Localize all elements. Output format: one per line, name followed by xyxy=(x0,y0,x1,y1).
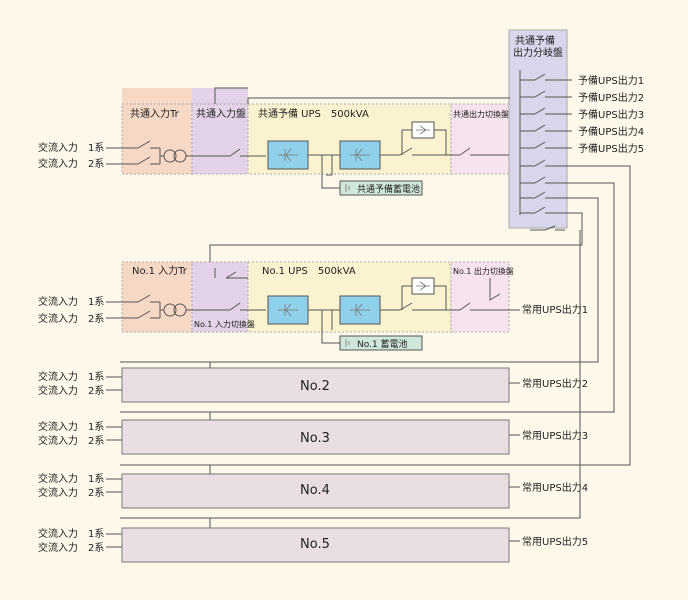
no1-input-switch-label: No.1 入力切換盤 xyxy=(194,319,255,329)
no1-ac-input-2-label: 交流入力 2系 xyxy=(38,312,104,325)
no2-output: 常用UPS出力2 xyxy=(522,377,588,390)
unit-no2: 交流入力 1系 交流入力 2系 No.2 常用UPS出力2 xyxy=(38,367,588,403)
branch-panel-label-1: 共通予備 xyxy=(515,34,555,47)
no2-box xyxy=(121,367,510,403)
common-output-switch-box xyxy=(450,103,510,175)
no5-box xyxy=(121,527,510,563)
common-input-panel-header xyxy=(192,88,248,104)
no5-ac-input-1: 交流入力 1系 xyxy=(38,527,104,540)
no1-input-tr-box xyxy=(121,261,193,333)
common-input-panel-box xyxy=(191,103,249,175)
reserve-output-5: 予備UPS出力5 xyxy=(578,142,644,155)
no5-name: No.5 xyxy=(300,537,330,552)
no4-name: No.4 xyxy=(300,483,330,498)
no1-ups-label: No.1 UPS 500kVA xyxy=(262,266,356,277)
common-ac-input-1-label: 交流入力 1系 xyxy=(38,141,104,154)
no3-name: No.3 xyxy=(300,431,330,446)
common-battery-box xyxy=(339,180,423,196)
reserve-output-3: 予備UPS出力3 xyxy=(578,108,644,121)
no1-input-tr-label: No.1 入力Tr xyxy=(132,264,188,277)
no4-ac-input-1: 交流入力 1系 xyxy=(38,472,104,485)
unit-no3: 交流入力 1系 交流入力 2系 No.3 常用UPS出力3 xyxy=(38,419,588,455)
no1-output-label: 常用UPS出力1 xyxy=(522,303,588,316)
common-input-panel-label: 共通入力盤 xyxy=(196,107,246,120)
unit-no5: 交流入力 1系 交流入力 2系 No.5 常用UPS出力5 xyxy=(38,527,588,563)
common-ups-label: 共通予備 UPS 500kVA xyxy=(258,107,369,120)
no1-output-switch-label: No.1 出力切換盤 xyxy=(453,266,514,276)
common-input-tr-header xyxy=(122,88,192,104)
no4-ac-input-2: 交流入力 2系 xyxy=(38,486,104,499)
no3-ac-input-2: 交流入力 2系 xyxy=(38,434,104,447)
no2-name: No.2 xyxy=(300,379,330,394)
no4-box xyxy=(121,473,510,509)
no2-ac-input-1: 交流入力 1系 xyxy=(38,370,104,383)
no1-battery-box xyxy=(339,335,423,351)
no1-battery-label: No.1 蓄電池 xyxy=(357,338,408,350)
common-input-tr-box xyxy=(121,103,193,175)
reserve-output-4: 予備UPS出力4 xyxy=(578,125,644,138)
no1-ac-input-1-label: 交流入力 1系 xyxy=(38,295,104,308)
no1-input-switch-box xyxy=(191,261,249,333)
reserve-output-1: 予備UPS出力1 xyxy=(578,74,644,87)
no1-output-switch-box xyxy=(450,261,510,333)
no4-output: 常用UPS出力4 xyxy=(522,481,588,494)
common-battery-label: 共通予備蓄電池 xyxy=(357,183,420,195)
no3-output: 常用UPS出力3 xyxy=(522,429,588,442)
no5-ac-input-2: 交流入力 2系 xyxy=(38,541,104,554)
no3-ac-input-1: 交流入力 1系 xyxy=(38,420,104,433)
reserve-output-2: 予備UPS出力2 xyxy=(578,91,644,104)
no3-box xyxy=(121,419,510,455)
common-input-tr-label: 共通入力Tr xyxy=(130,107,180,120)
unit-no4: 交流入力 1系 交流入力 2系 No.4 常用UPS出力4 xyxy=(38,472,588,509)
branch-panel-label-2: 出力分岐盤 xyxy=(513,46,563,59)
common-ac-input-2-label: 交流入力 2系 xyxy=(38,157,104,170)
common-output-switch-label: 共通出力切換盤 xyxy=(453,109,509,119)
no2-ac-input-2: 交流入力 2系 xyxy=(38,384,104,397)
reserve-outputs: 予備UPS出力1 予備UPS出力2 予備UPS出力3 予備UPS出力4 予備UP… xyxy=(520,73,644,155)
no5-output: 常用UPS出力5 xyxy=(522,535,588,548)
